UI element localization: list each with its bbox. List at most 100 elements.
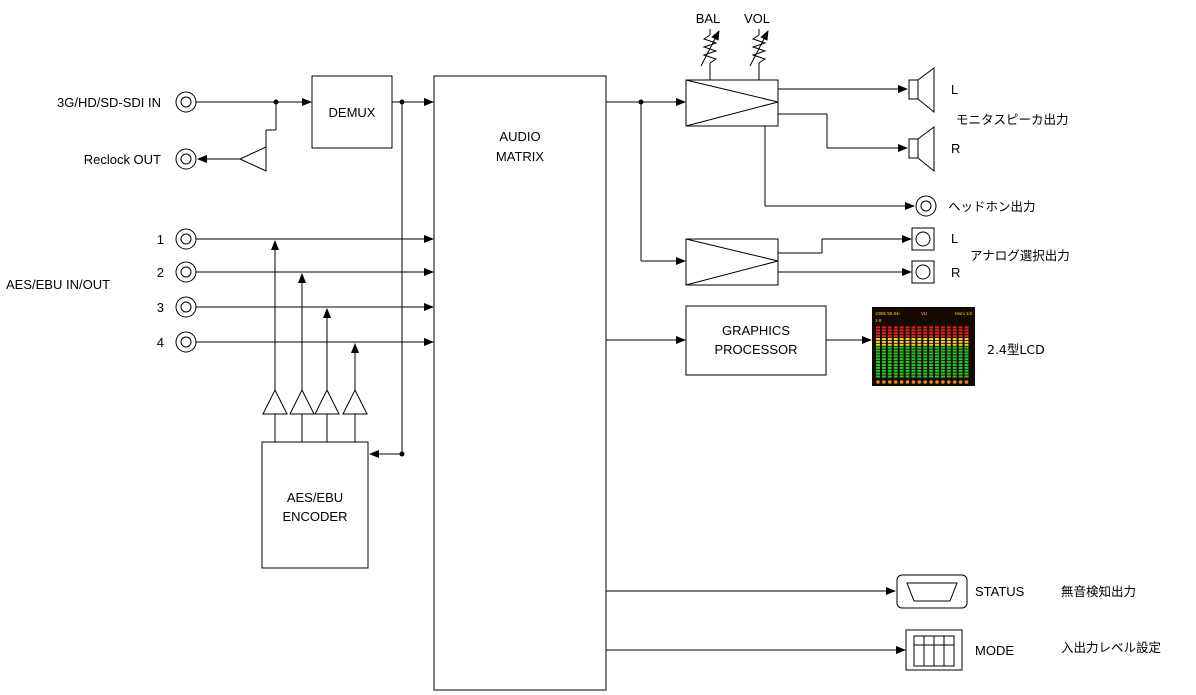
lcd-meter-segment — [935, 361, 939, 364]
lcd-meter-segment — [952, 343, 957, 346]
lcd-meter-segment — [917, 366, 922, 369]
speaker-output-label: モニタスピーカ出力 — [956, 112, 1069, 127]
lcd-meter-segment — [893, 335, 898, 338]
lcd-meter-segment — [940, 352, 945, 355]
lcd-meter-segment — [899, 346, 904, 349]
demux-to-matrix-path — [392, 98, 434, 457]
lcd-meter-segment — [911, 358, 916, 361]
lcd-meter-segment — [876, 352, 880, 355]
aes-signal-paths — [196, 235, 434, 346]
lcd-meter-segment — [881, 366, 886, 369]
lcd-label: 2.4型LCD — [987, 342, 1045, 357]
lcd-meter-segment — [876, 326, 880, 329]
lcd-meter-segment — [946, 335, 951, 338]
volume-potentiometer — [749, 29, 769, 80]
lcd-meter-segment — [935, 375, 939, 378]
lcd-meter-segment — [893, 369, 898, 372]
lcd-meter-segment — [893, 329, 898, 332]
lcd-meter-segment — [905, 352, 910, 355]
lcd-meter-segment — [917, 329, 922, 332]
lcd-meter-segment — [917, 346, 922, 349]
lcd-meter-segment — [893, 372, 898, 375]
lcd-meter-segment — [946, 375, 951, 378]
lcd-meter-segment — [905, 335, 910, 338]
lcd-meter-segment — [905, 361, 910, 364]
aes-connector-1 — [175, 228, 197, 250]
lcd-meter-segment — [958, 343, 963, 346]
lcd-meter-indicator — [941, 380, 945, 384]
lcd-screen-icon: 1080i 59.94i VU Moni 1/2 1-8 — [872, 307, 975, 386]
lcd-meter-segment — [952, 363, 957, 367]
lcd-meter-segment — [964, 332, 969, 335]
lcd-meter-segment — [899, 361, 904, 364]
lcd-meter-segment — [905, 369, 910, 372]
lcd-meter-segment — [887, 363, 892, 367]
lcd-meter-segment — [911, 332, 916, 335]
headphone-connector — [915, 195, 937, 217]
lcd-meter-segment — [946, 372, 951, 375]
speaker-l-label: L — [951, 82, 958, 97]
lcd-meter-segment — [958, 335, 963, 338]
lcd-meter-segment — [899, 363, 904, 367]
lcd-meter-segment — [940, 355, 945, 358]
lcd-meter-segment — [887, 361, 892, 364]
lcd-meter-segment — [935, 352, 939, 355]
lcd-meter-segment — [964, 372, 969, 375]
bal-label: BAL — [696, 11, 721, 26]
lcd-meter-segment — [952, 346, 957, 349]
lcd-meter-segment — [964, 375, 969, 378]
aes-encoder-label-1: AES/EBU — [287, 490, 343, 505]
lcd-meter-segment — [893, 375, 898, 378]
speaker-left-icon — [908, 67, 935, 114]
lcd-meter-segment — [964, 349, 969, 352]
lcd-meter-segment — [952, 369, 957, 372]
lcd-meter-segment — [964, 363, 969, 367]
lcd-meter-segment — [876, 343, 880, 346]
lcd-meter-segment — [929, 346, 934, 349]
lcd-meter-segment — [893, 355, 898, 358]
monitor-path — [606, 98, 686, 265]
lcd-meter-segment — [905, 346, 910, 349]
lcd-meter-segment — [887, 372, 892, 375]
lcd-meter-segment — [958, 361, 963, 364]
lcd-meter-segment — [893, 352, 898, 355]
sdi-signal-path — [196, 98, 312, 163]
lcd-meter-indicator — [917, 380, 922, 384]
aes-io-label: AES/EBU IN/OUT — [6, 277, 110, 292]
audio-matrix-label-1: AUDIO — [499, 129, 540, 144]
lcd-meter-segment — [876, 361, 880, 364]
aes-connector-4 — [175, 331, 197, 353]
lcd-meter-segment — [917, 358, 922, 361]
lcd-meter-segment — [876, 329, 880, 332]
analog-l-label: L — [951, 231, 958, 246]
lcd-meter-segment — [887, 346, 892, 349]
lcd-meter-segment — [964, 343, 969, 346]
lcd-meter-segment — [964, 358, 969, 361]
lcd-meter-segment — [905, 355, 910, 358]
lcd-meter-segment — [935, 329, 939, 332]
lcd-meter-segment — [940, 363, 945, 367]
lcd-meter-segment — [917, 332, 922, 335]
lcd-meter-segment — [905, 375, 910, 378]
lcd-meter-segment — [923, 372, 928, 375]
aes-connector-2 — [175, 261, 197, 283]
lcd-meter-segment — [911, 363, 916, 367]
lcd-meter-segment — [946, 363, 951, 367]
lcd-meter-indicator — [882, 380, 886, 384]
lcd-meter-segment — [929, 329, 934, 332]
lcd-meter-segment — [923, 332, 928, 335]
mode-label: MODE — [975, 643, 1014, 658]
lcd-meter-segment — [964, 369, 969, 372]
lcd-meter-segment — [881, 361, 886, 364]
lcd-meter-segment — [881, 363, 886, 367]
lcd-header-left: 1080i 59.94i — [875, 311, 900, 316]
lcd-meter-segment — [946, 346, 951, 349]
lcd-meter-indicator — [893, 380, 898, 384]
lcd-meter-segment — [946, 329, 951, 332]
lcd-meter-segment — [893, 343, 898, 346]
analog-l-jack-icon — [911, 227, 935, 251]
lcd-meter-segment — [911, 326, 916, 329]
sdi-in-label: 3G/HD/SD-SDI IN — [57, 95, 161, 110]
lcd-meter-segment — [929, 358, 934, 361]
lcd-meter-segment — [958, 346, 963, 349]
